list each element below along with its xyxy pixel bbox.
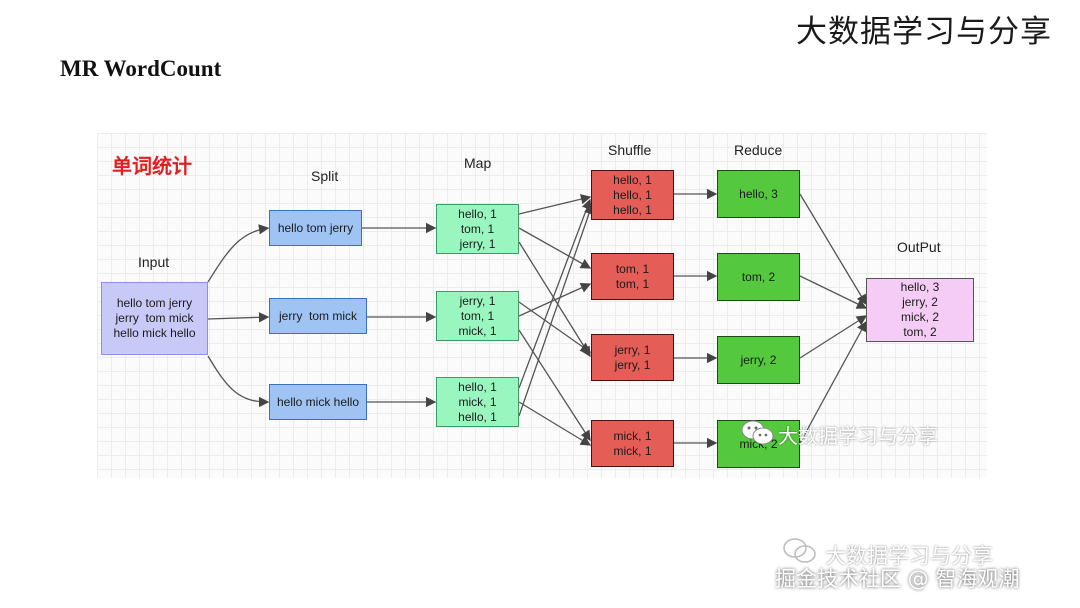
arrow-input-split-1 xyxy=(207,224,270,283)
arrow-input-split-3 xyxy=(207,355,270,408)
arrow-reduce-output-4 xyxy=(799,320,867,444)
arrow-map1-shuffle2 xyxy=(518,227,592,269)
arrow-input-split-2 xyxy=(207,312,270,323)
split-box: hello mick hello xyxy=(269,384,367,420)
wechat-icon xyxy=(783,538,816,563)
arrow-reduce-output-1 xyxy=(799,193,867,306)
split-box: hello tom jerry xyxy=(269,210,362,246)
output-box: hello, 3 jerry, 2 mick, 2 tom, 2 xyxy=(866,278,974,342)
shuffle-box: tom, 1 tom, 1 xyxy=(591,253,674,300)
heading-output: OutPut xyxy=(897,239,941,255)
heading-shuffle: Shuffle xyxy=(608,142,652,158)
shuffle-box: hello, 1 hello, 1 hello, 1 xyxy=(591,170,674,220)
reduce-box: mick, 2 xyxy=(717,420,800,468)
arrow-reduce-output-2 xyxy=(799,275,868,309)
heading-split: Split xyxy=(311,168,339,184)
arrow-map1-shuffle3 xyxy=(518,241,591,358)
map-box: jerry, 1 tom, 1 mick, 1 xyxy=(436,291,519,341)
map-box: hello, 1 tom, 1 jerry, 1 xyxy=(436,204,519,254)
map-box: hello, 1 mick, 1 hello, 1 xyxy=(436,377,519,427)
watermark-bottom-1: 大数据学习与分享 xyxy=(825,544,993,568)
watermark-bottom-2: 掘金技术社区 @ 智海观潮 xyxy=(775,567,1020,591)
arrow-map1-shuffle1 xyxy=(518,194,592,215)
brand-title: 大数据学习与分享 xyxy=(796,14,1052,50)
watermark-inner: 大数据学习与分享 xyxy=(778,424,938,448)
input-box: hello tom jerry jerry tom mick hello mic… xyxy=(101,282,208,355)
heading-reduce: Reduce xyxy=(734,142,783,158)
arrow-map3-shuffle4 xyxy=(518,401,592,446)
shuffle-box: jerry, 1 jerry, 1 xyxy=(591,334,674,381)
reduce-box: tom, 2 xyxy=(717,253,800,301)
arrow-map2-shuffle4 xyxy=(518,329,591,442)
reduce-box: jerry, 2 xyxy=(717,336,800,384)
arrow-map3-shuffle1b xyxy=(518,203,594,417)
wechat-icon xyxy=(741,420,774,445)
split-box: jerry tom mick xyxy=(269,298,367,334)
heading-input: Input xyxy=(138,254,170,270)
arrow-reduce-output-3 xyxy=(799,315,868,359)
shuffle-box: mick, 1 mick, 1 xyxy=(591,420,674,467)
arrow-map2-shuffle3 xyxy=(518,301,592,353)
page-title: MR WordCount xyxy=(60,56,222,81)
diagram-panel xyxy=(97,133,987,478)
arrow-map3-shuffle1 xyxy=(518,198,592,389)
arrow-map2-shuffle2 xyxy=(518,282,592,317)
reduce-box: hello, 3 xyxy=(717,170,800,218)
section-title: 单词统计 xyxy=(112,154,192,178)
heading-map: Map xyxy=(464,155,492,171)
